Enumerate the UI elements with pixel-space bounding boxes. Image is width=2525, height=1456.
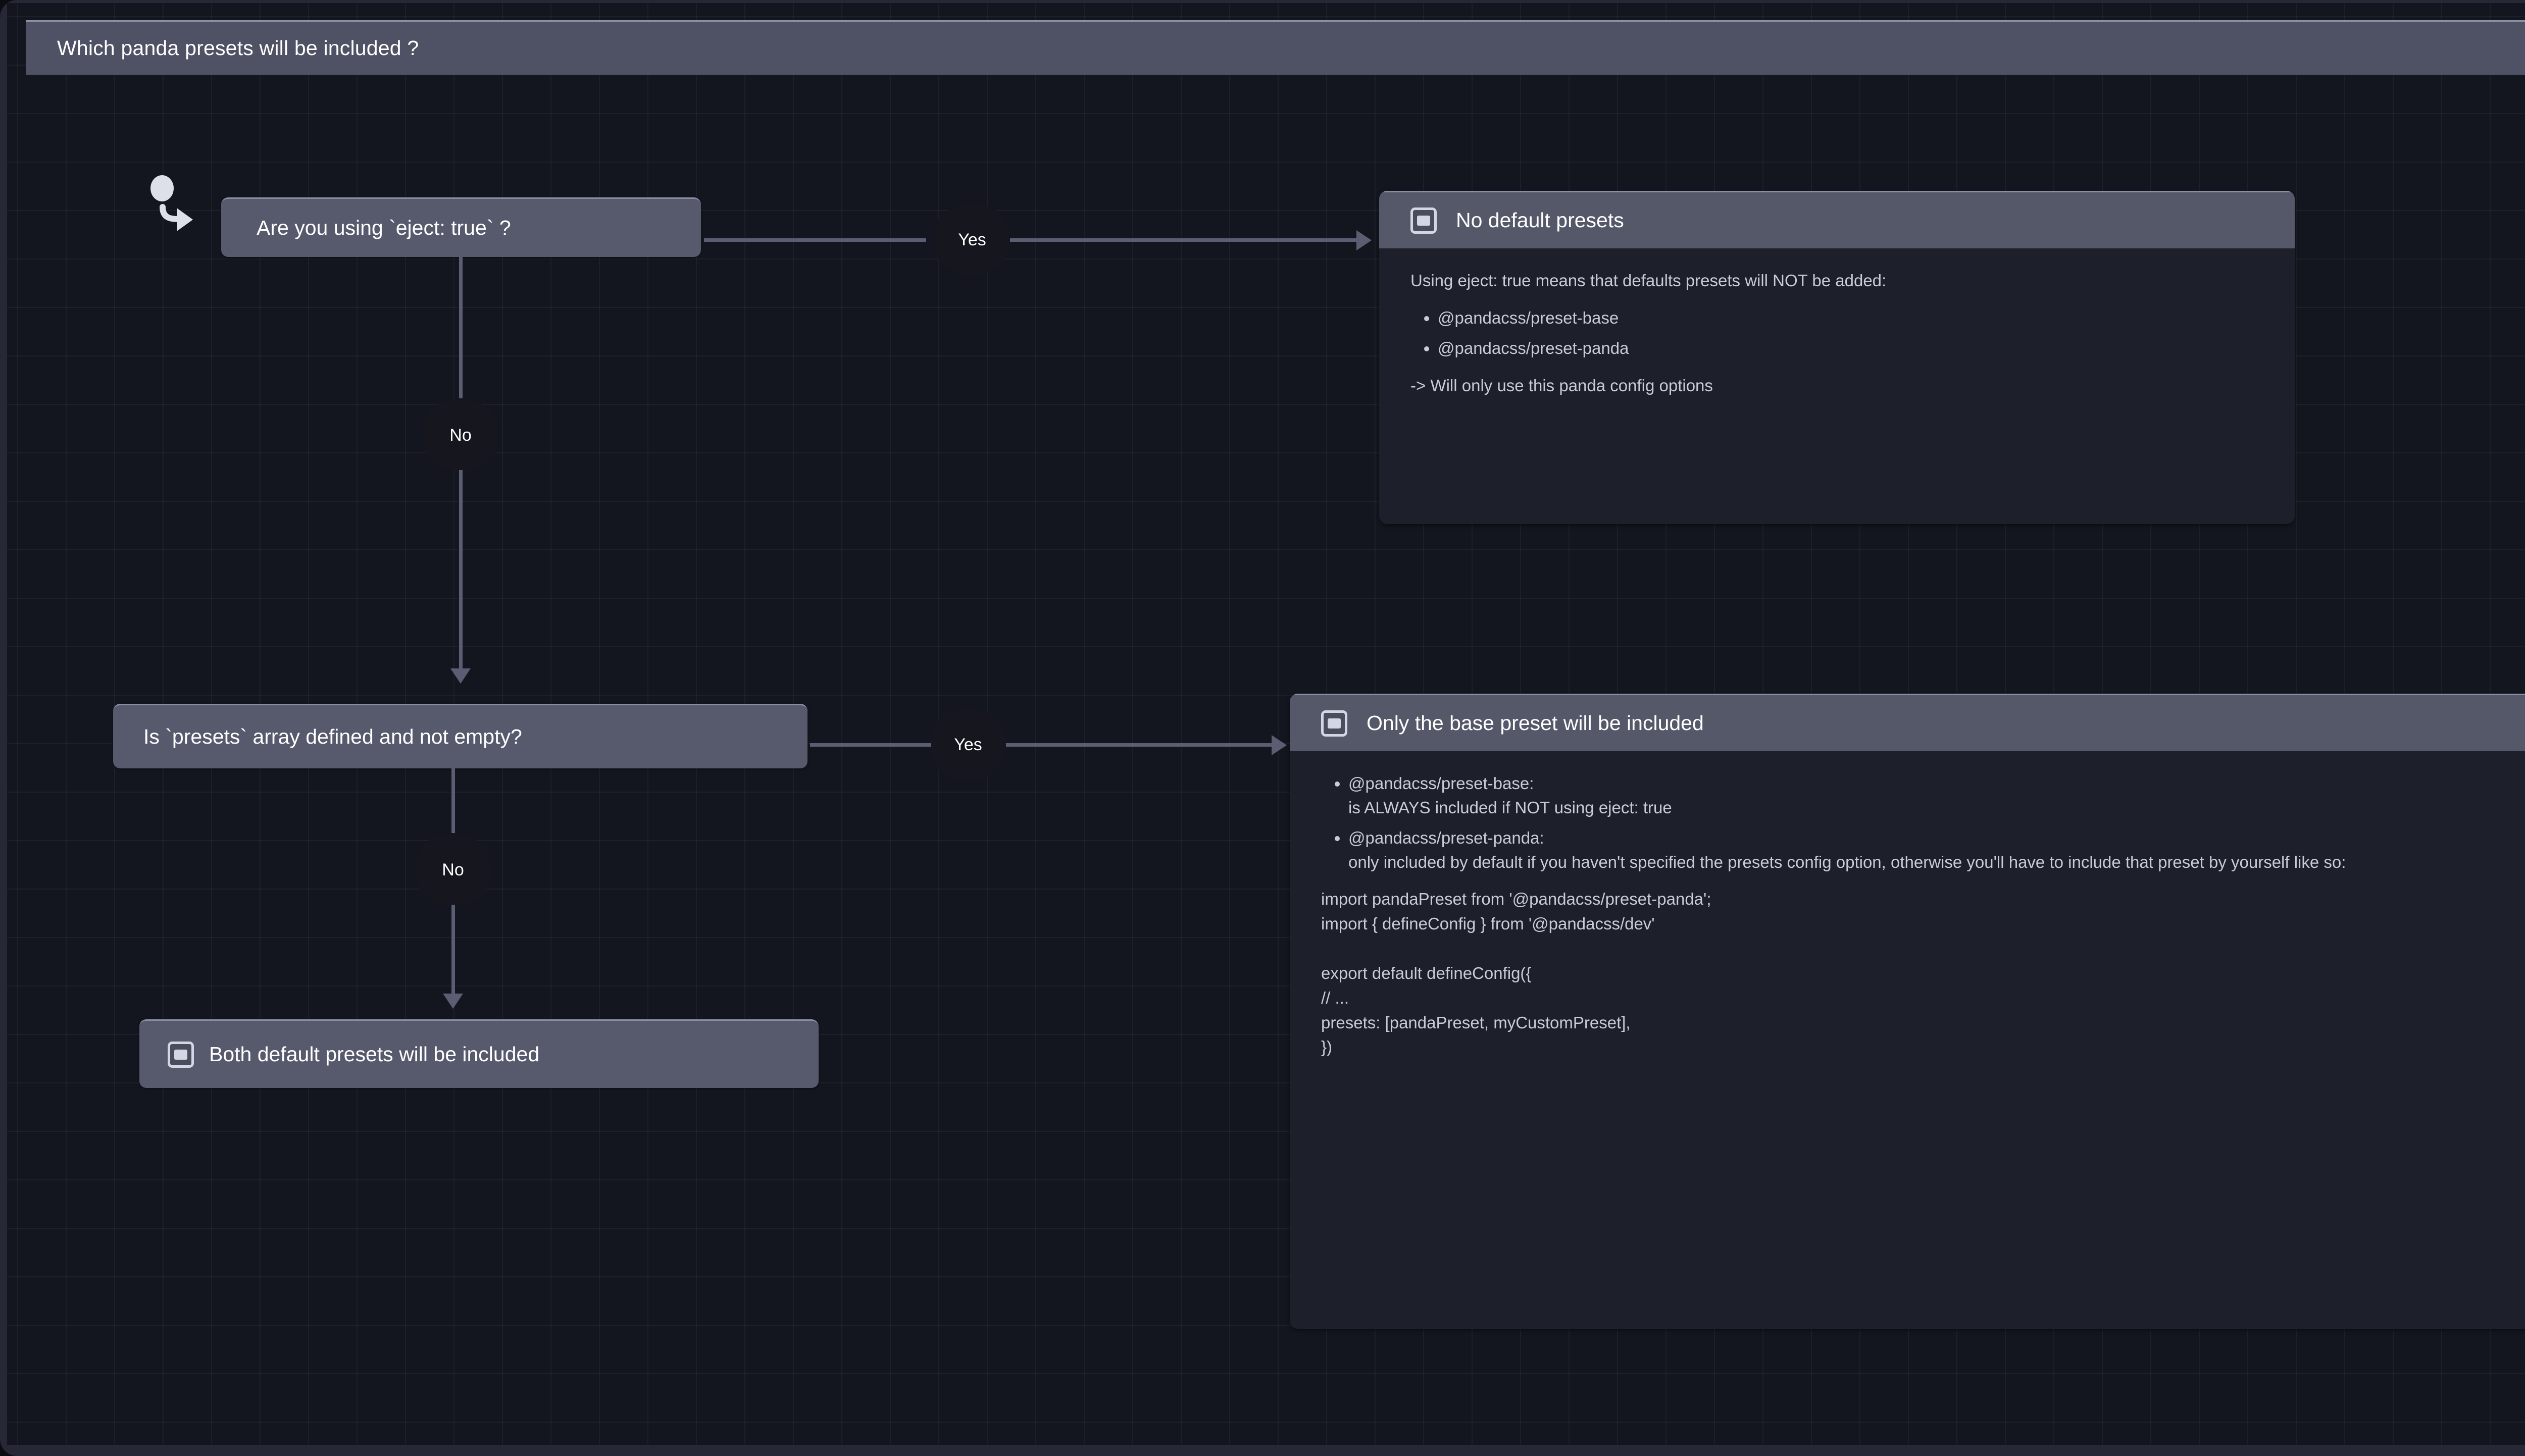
list-item-desc: is ALWAYS included if NOT using eject: t… (1348, 798, 1672, 817)
edge-no1-arrowhead (450, 668, 471, 684)
config-code-block: import pandaPreset from '@pandacss/prese… (1321, 890, 1711, 1057)
edge-no2-arrowhead (443, 994, 463, 1009)
diagram-canvas[interactable]: Which panda presets will be included ? A… (7, 3, 2525, 1445)
list-item: @pandacss/preset-base: is ALWAYS include… (1348, 771, 2525, 820)
info-card-no-default-presets-header: No default presets (1379, 191, 2295, 248)
list-item: @pandacss/preset-panda: only included by… (1348, 826, 2525, 874)
list-item-term: @pandacss/preset-panda: (1348, 828, 1544, 847)
edge-yes2-arrowhead (1272, 735, 1287, 755)
info-card-base-preset-only-title: Only the base preset will be included (1367, 711, 1704, 735)
note-icon (1410, 207, 1437, 234)
info-card-base-preset-only-body: @pandacss/preset-base: is ALWAYS include… (1290, 751, 2525, 1080)
note-icon (168, 1041, 194, 1068)
decision-node-presets-array-label: Is `presets` array defined and not empty… (143, 725, 522, 748)
start-arrow-icon (159, 204, 195, 238)
result-node-both-presets[interactable]: Both default presets will be included (139, 1019, 819, 1088)
info-card-base-preset-only[interactable]: Only the base preset will be included @p… (1290, 694, 2525, 1329)
edge-no2-upper (451, 768, 455, 833)
decision-node-eject[interactable]: Are you using `eject: true` ? (221, 197, 701, 257)
info-card-no-default-presets-body: Using eject: true means that defaults pr… (1379, 248, 2295, 431)
edge-no1-upper (459, 257, 463, 398)
page-title: Which panda presets will be included ? (57, 36, 419, 60)
note-icon (1321, 710, 1347, 737)
list-item: @pandacss/preset-base (1438, 306, 2263, 330)
edge-yes1-left (704, 238, 926, 242)
edge-label-no1: No (424, 399, 497, 471)
no-default-bullet-list: @pandacss/preset-base @pandacss/preset-p… (1410, 306, 2263, 360)
list-item-term: @pandacss/preset-base: (1348, 774, 1534, 793)
edge-yes1-right (1010, 238, 1358, 242)
no-default-intro: Using eject: true means that defaults pr… (1410, 271, 1887, 290)
info-card-no-default-presets[interactable]: No default presets Using eject: true mea… (1379, 191, 2295, 524)
decision-node-presets-array[interactable]: Is `presets` array defined and not empty… (113, 704, 807, 768)
base-preset-bullet-list: @pandacss/preset-base: is ALWAYS include… (1321, 771, 2525, 874)
diagram-title-bar: Which panda presets will be included ? (26, 20, 2525, 75)
info-card-base-preset-only-header: Only the base preset will be included (1290, 694, 2525, 751)
result-node-both-presets-label: Both default presets will be included (209, 1043, 540, 1066)
edge-no1-lower (459, 470, 463, 670)
edge-label-yes2: Yes (931, 709, 1005, 781)
edge-label-yes1: Yes (935, 204, 1009, 276)
info-card-no-default-presets-title: No default presets (1456, 209, 1624, 232)
edge-label-no2: No (416, 834, 490, 906)
start-node-icon (150, 175, 174, 201)
no-default-outro: -> Will only use this panda config optio… (1410, 376, 1713, 395)
list-item-desc: only included by default if you haven't … (1348, 852, 2346, 871)
edge-yes1-arrowhead (1356, 230, 1372, 250)
edge-no2-lower (451, 905, 455, 996)
edge-yes2-right (1006, 743, 1274, 747)
edge-yes2-left (810, 743, 931, 747)
decision-node-eject-label: Are you using `eject: true` ? (257, 216, 511, 239)
list-item: @pandacss/preset-panda (1438, 336, 2263, 360)
